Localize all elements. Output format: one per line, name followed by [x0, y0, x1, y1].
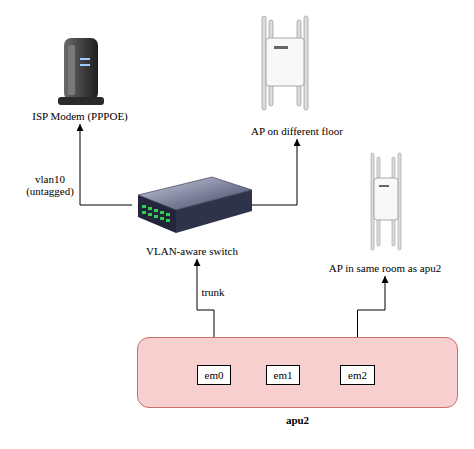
switch-illustration [138, 177, 252, 233]
access-point-logo [379, 185, 389, 187]
access-point-illustration [371, 153, 401, 250]
connector-line [252, 139, 297, 205]
connector-line [80, 124, 132, 205]
access-point-illustration [262, 16, 308, 110]
modem-face [68, 45, 75, 95]
modem-node: ISP Modem (PPPOE) [30, 35, 130, 123]
switch-side [138, 195, 176, 233]
interface-box: em2 [340, 365, 375, 385]
access-point-logo [274, 46, 288, 49]
interface-box: em1 [266, 365, 300, 385]
switch-ports [142, 205, 170, 222]
modem-light [80, 58, 90, 60]
host-label: apu2 [138, 414, 457, 426]
modem-light [80, 64, 90, 66]
interface-label: em2 [348, 369, 367, 381]
modem-base [58, 97, 104, 105]
switch-front [176, 190, 252, 233]
antenna [304, 16, 308, 110]
modem-illustration [58, 38, 104, 105]
access-point-node: AP in same room as apu2 [320, 148, 450, 275]
edge-label: trunk [196, 286, 230, 298]
interface-box: em0 [197, 365, 231, 385]
node-label: VLAN-aware switch [146, 245, 238, 258]
node-label: ISP Modem (PPPOE) [32, 110, 128, 123]
interface-label: em1 [274, 369, 293, 381]
edge-label: vlan10 (untagged) [22, 173, 78, 197]
switch-node: VLAN-aware switch [128, 174, 256, 258]
interface-label: em0 [205, 369, 224, 381]
antenna [262, 16, 266, 110]
host-box: apu2em0em1em2 [137, 337, 458, 408]
node-label: AP in same room as apu2 [329, 262, 441, 275]
node-label: AP on different floor [251, 125, 343, 138]
access-point-body [374, 178, 398, 220]
access-point-node: AP on different floor [240, 12, 354, 138]
access-point-body [266, 38, 304, 86]
modem-body [64, 38, 98, 100]
